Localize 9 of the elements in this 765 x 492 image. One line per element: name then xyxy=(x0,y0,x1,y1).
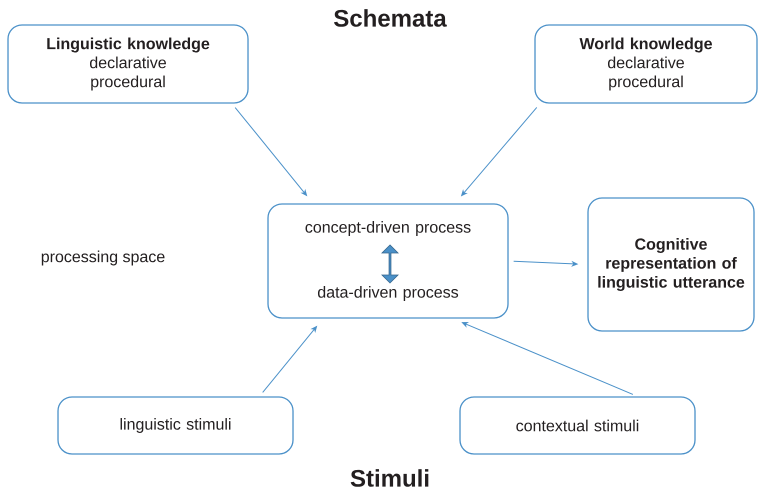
heading: Stimuli xyxy=(350,469,428,487)
process-box: World knowledge declarative procedural xyxy=(534,24,758,104)
process-box: linguistic stimuli xyxy=(57,396,294,455)
area-label: processing space xyxy=(42,250,165,266)
process-box: Linguistic knowledge declarative procedural xyxy=(7,24,249,104)
process-box: concept-driven process data-driven process xyxy=(267,203,509,319)
process-box: Cognitive representation of linguistic utterance xyxy=(587,197,755,332)
heading: Schemata xyxy=(334,9,447,27)
process-box: contextual stimuli xyxy=(459,396,696,455)
